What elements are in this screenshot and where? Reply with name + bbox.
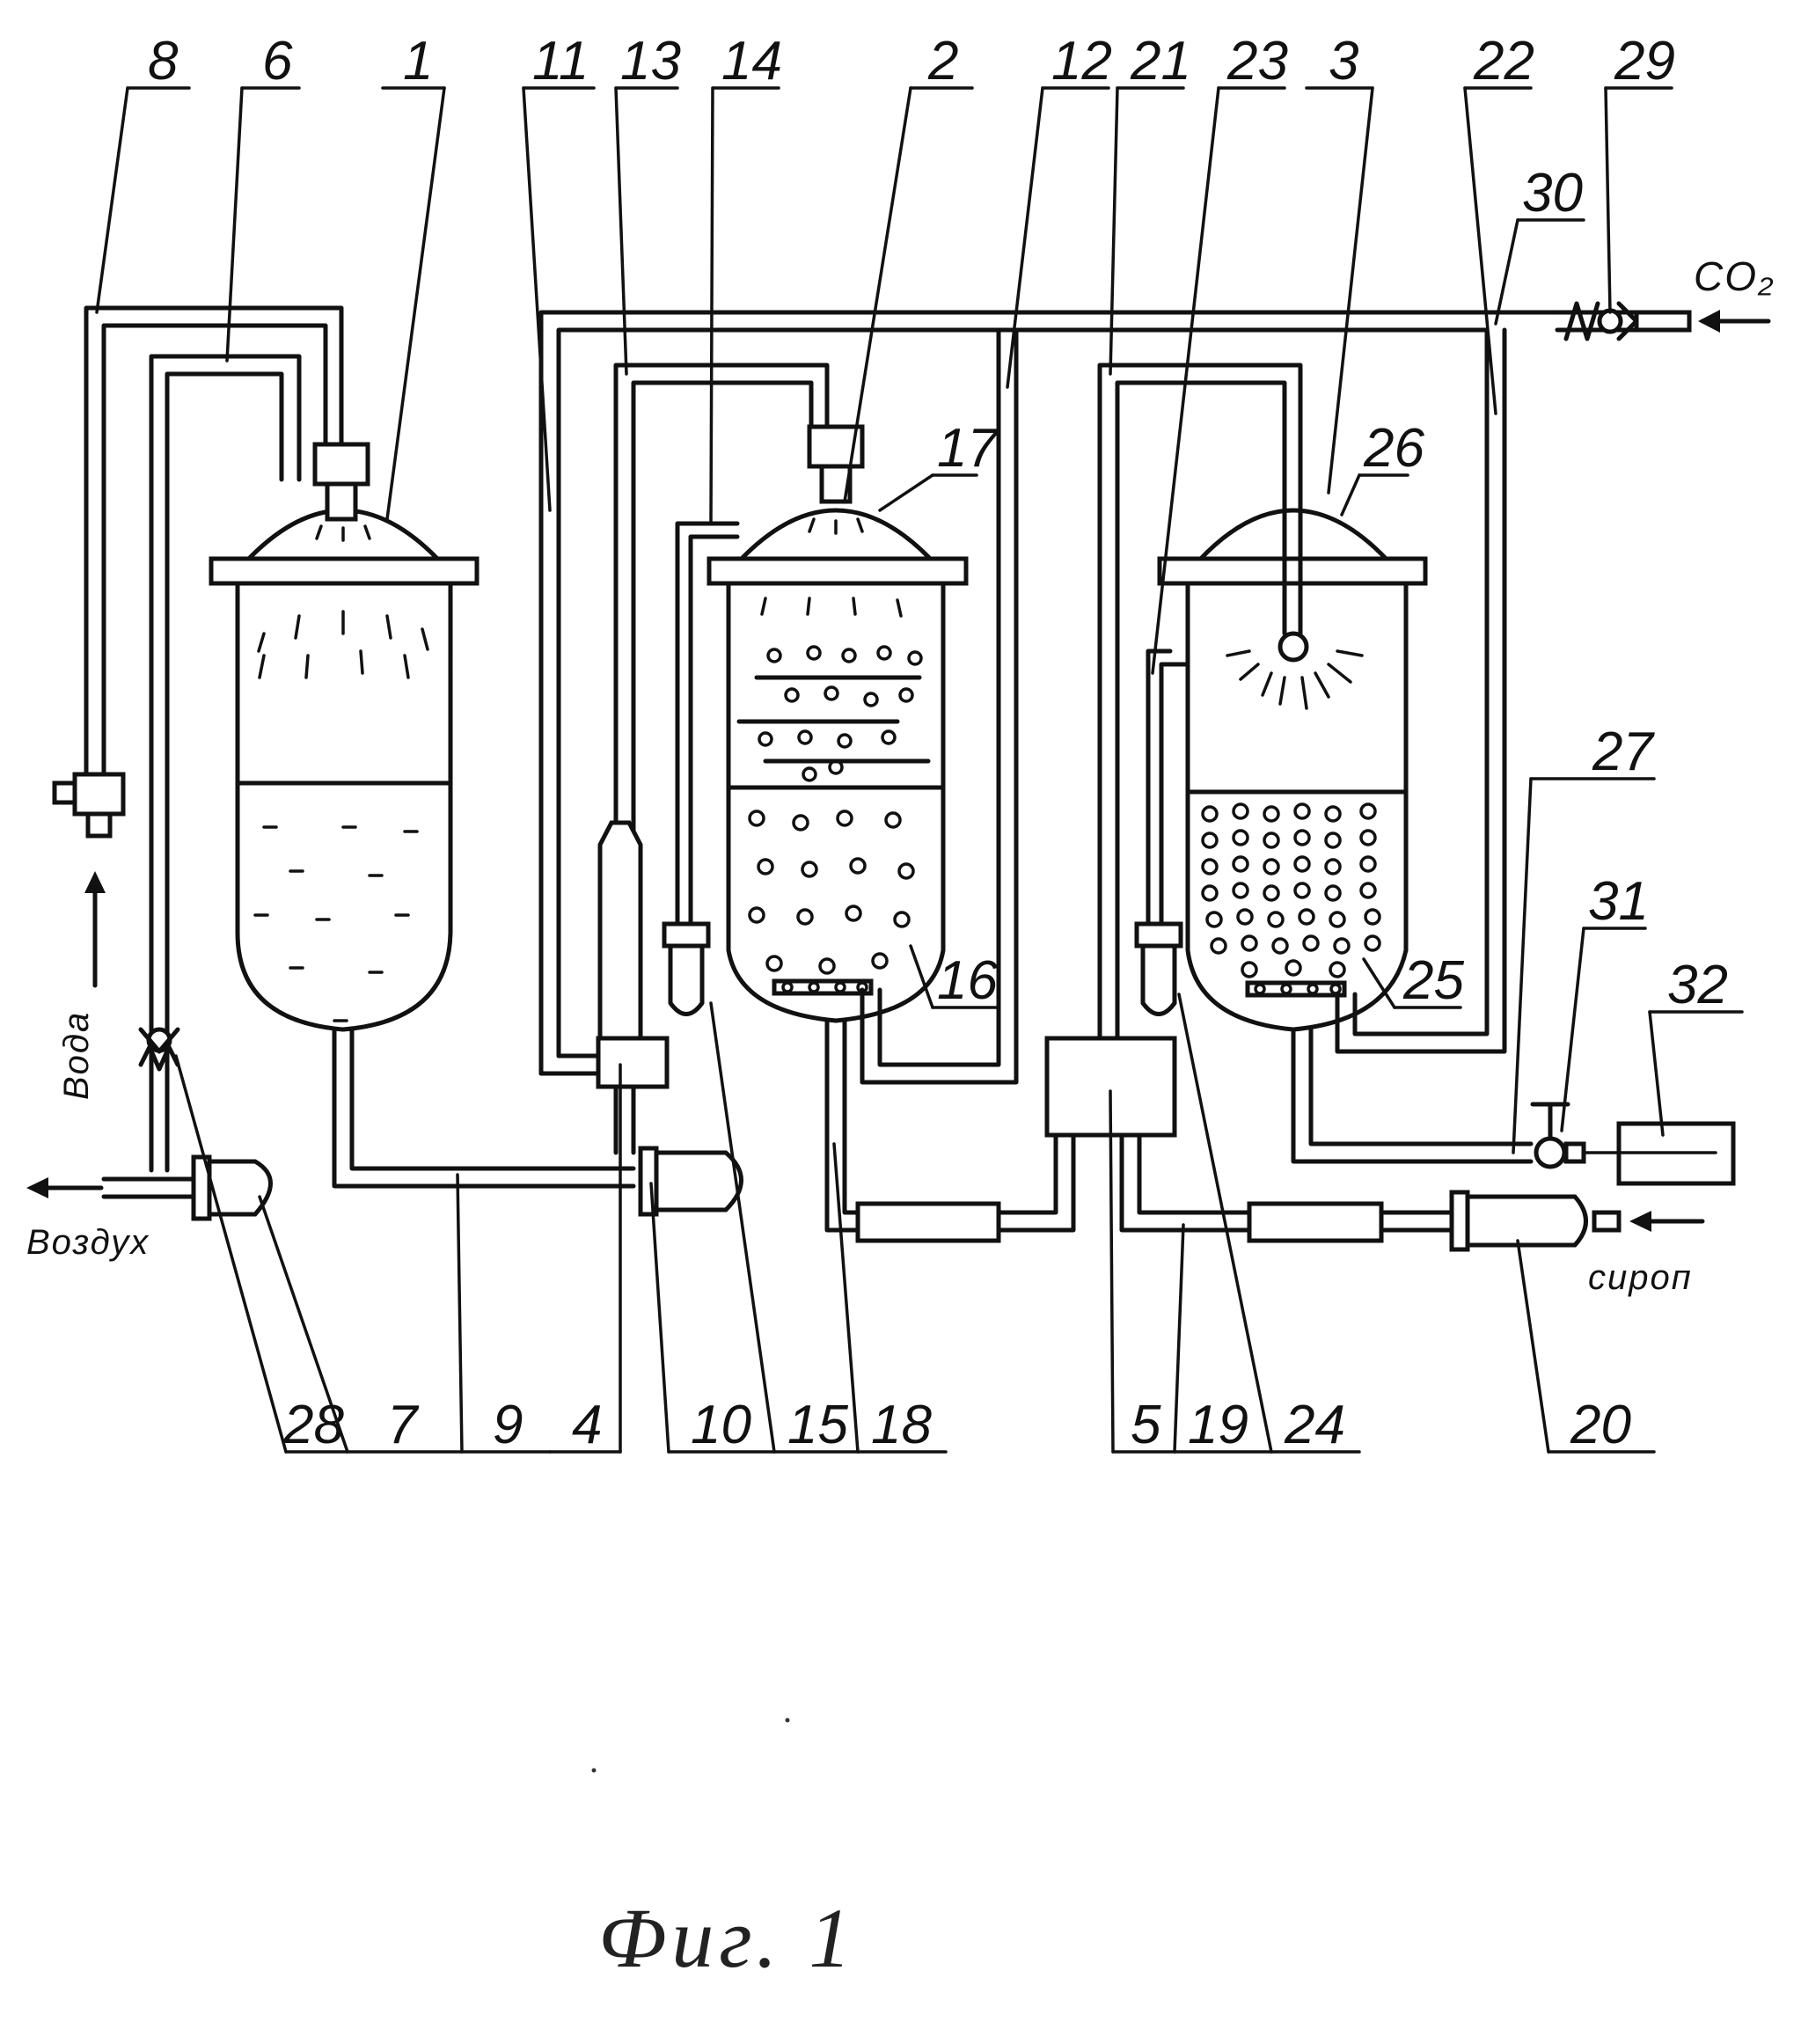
label-13: 13 — [620, 31, 681, 92]
label-27: 27 — [1592, 722, 1655, 782]
label-21: 21 — [1130, 31, 1191, 92]
co2-label: CO₂ — [1694, 253, 1775, 299]
figure-caption: Фиг. 1 — [598, 1891, 856, 1985]
sensor-24 — [1137, 924, 1181, 1015]
label-11: 11 — [532, 31, 589, 92]
label-23: 23 — [1226, 31, 1288, 92]
label-31: 31 — [1588, 871, 1649, 932]
label-30: 30 — [1522, 163, 1583, 223]
label-32: 32 — [1667, 955, 1728, 1015]
label-24: 24 — [1284, 1395, 1345, 1455]
label-2: 2 — [927, 31, 958, 92]
check-valve-28 — [141, 1029, 178, 1069]
label-17: 17 — [937, 418, 999, 479]
label-14: 14 — [721, 31, 782, 92]
valve-31 — [1533, 1104, 1584, 1167]
label-15: 15 — [787, 1395, 848, 1455]
stray-dot — [592, 1769, 597, 1773]
label-6: 6 — [262, 31, 293, 92]
flow-arrows — [26, 310, 1768, 1232]
label-1: 1 — [403, 31, 433, 92]
label-25: 25 — [1402, 950, 1464, 1011]
label-10: 10 — [691, 1395, 751, 1455]
sirop-label: сироп — [1588, 1258, 1693, 1297]
label-18: 18 — [871, 1395, 932, 1455]
label-16: 16 — [937, 950, 998, 1011]
label-5: 5 — [1131, 1395, 1161, 1455]
pump-20 — [1452, 1192, 1619, 1249]
label-8: 8 — [148, 31, 179, 92]
label-7: 7 — [387, 1395, 420, 1455]
vessel-1 — [211, 444, 477, 1029]
water-inlet-valve — [55, 774, 123, 836]
label-4: 4 — [572, 1395, 602, 1455]
label-29: 29 — [1614, 31, 1675, 92]
voda-label: Вода — [57, 1011, 96, 1100]
label-3: 3 — [1329, 31, 1358, 92]
label-19: 19 — [1188, 1395, 1248, 1455]
stray-dot — [786, 1718, 790, 1723]
label-28: 28 — [282, 1395, 344, 1455]
label-20: 20 — [1570, 1395, 1631, 1455]
label-9: 9 — [493, 1395, 523, 1455]
vozdukh-label: Воздух — [26, 1223, 150, 1262]
vessel-2 — [709, 427, 966, 1021]
check-valve-29 — [1566, 304, 1689, 339]
cooler-18 — [858, 1204, 999, 1241]
label-22: 22 — [1473, 31, 1534, 92]
pump-10 — [641, 1148, 742, 1214]
vessel-3 — [1160, 510, 1425, 1029]
label-12: 12 — [1051, 31, 1112, 92]
syrup-cooler — [1249, 1204, 1381, 1241]
sensor-15 — [664, 924, 708, 1015]
label-26: 26 — [1363, 418, 1424, 479]
unit-4 — [598, 823, 667, 1087]
